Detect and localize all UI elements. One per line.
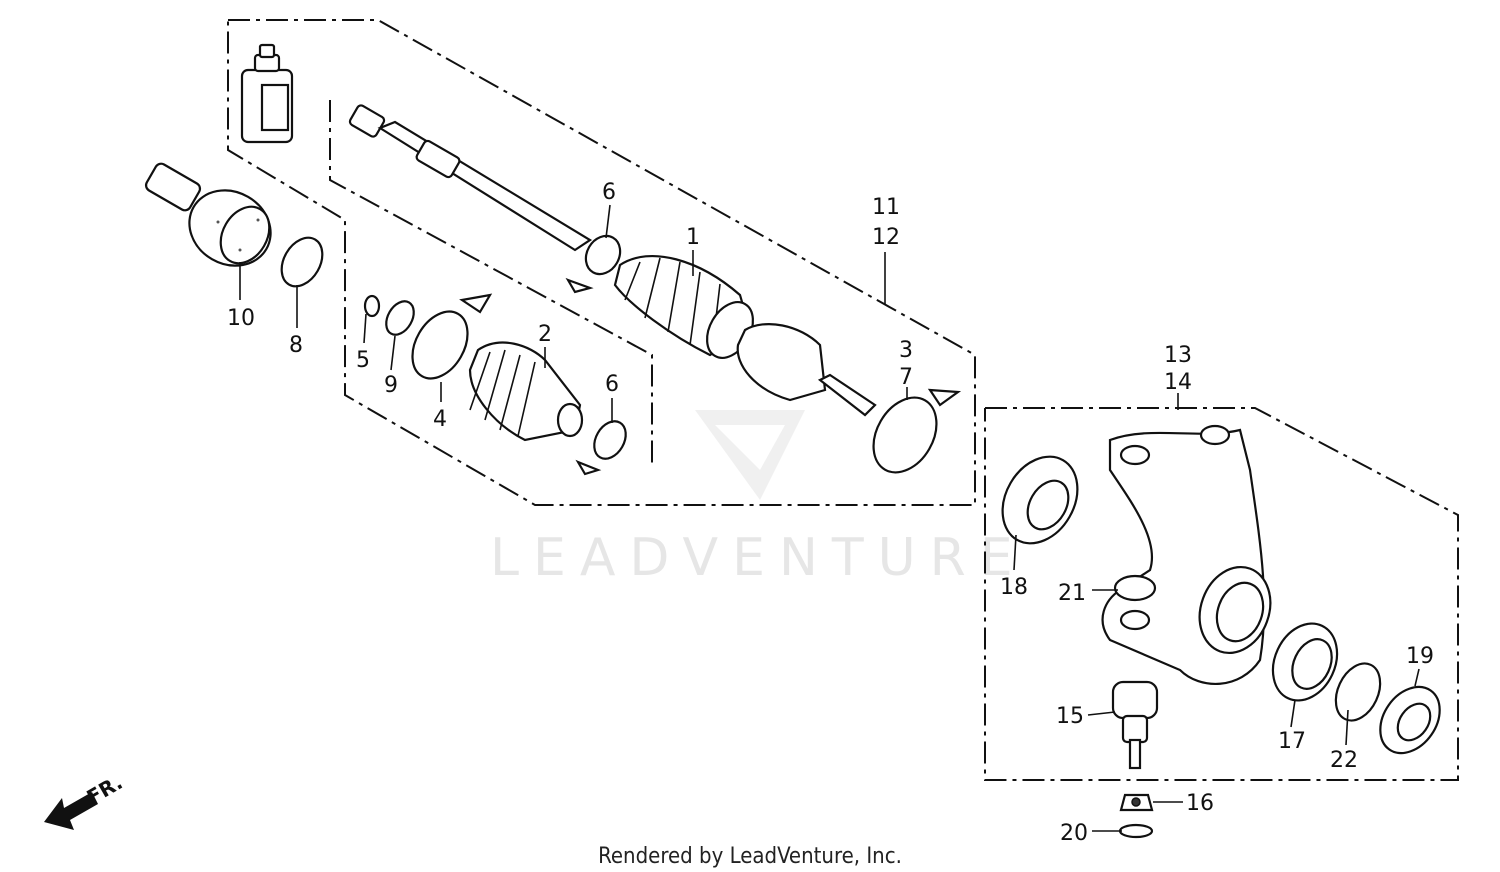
credit-text: Rendered by LeadVenture, Inc. [598, 844, 902, 869]
castle-nut-icon [1119, 793, 1154, 812]
callout-5: 5 [356, 348, 370, 373]
snap-ring-lower-icon [1334, 662, 1382, 722]
stop-ring-icon [363, 294, 381, 318]
ball-joint-icon [1111, 680, 1159, 770]
callout-22: 22 [1330, 748, 1358, 773]
callout-13: 13 [1164, 343, 1192, 368]
callout-21: 21 [1058, 581, 1086, 606]
callout-19: 19 [1406, 644, 1434, 669]
clip-icon [385, 300, 415, 336]
driveshaft-icon [348, 104, 877, 417]
callout-11: 11 [872, 195, 900, 220]
cotter-pin-icon [1118, 823, 1154, 839]
callout-16: 16 [1186, 791, 1214, 816]
watermark-text: LEADVENTURE [490, 528, 1027, 588]
circlip-icon [280, 236, 324, 288]
callout-6-upper: 6 [602, 180, 616, 205]
small-band-lower-icon [575, 420, 627, 476]
callout-3: 3 [899, 338, 913, 363]
callout-17: 17 [1278, 729, 1306, 754]
steering-knuckle-icon [1101, 424, 1272, 686]
boot-band-large-icon [872, 388, 962, 474]
front-direction-arrow-icon [44, 792, 98, 830]
callout-2: 2 [538, 322, 552, 347]
oil-seal-small-icon [1379, 685, 1441, 755]
callout-1: 1 [686, 225, 700, 250]
callout-9: 9 [384, 373, 398, 398]
outboard-joint-icon [144, 162, 272, 267]
watermark-logo [695, 410, 805, 500]
wheel-bearing-icon [1271, 622, 1339, 702]
grease-bottle-icon [240, 43, 294, 144]
callout-7: 7 [899, 365, 913, 390]
callout-4: 4 [433, 407, 447, 432]
callout-15: 15 [1056, 704, 1084, 729]
callout-20: 20 [1060, 821, 1088, 846]
callout-10: 10 [227, 306, 255, 331]
callout-18: 18 [1000, 575, 1028, 600]
group-outlines [227, 19, 1459, 781]
callout-8: 8 [289, 333, 303, 358]
callout-12: 12 [872, 225, 900, 250]
callout-6-lower: 6 [605, 372, 619, 397]
boot-band-icon [411, 293, 493, 380]
inboard-boot-icon [468, 341, 584, 442]
oil-seal-large-icon [1001, 455, 1079, 545]
leader-lines [239, 204, 1420, 832]
callout-14: 14 [1164, 370, 1192, 395]
snap-ring-upper-icon [1113, 574, 1157, 602]
